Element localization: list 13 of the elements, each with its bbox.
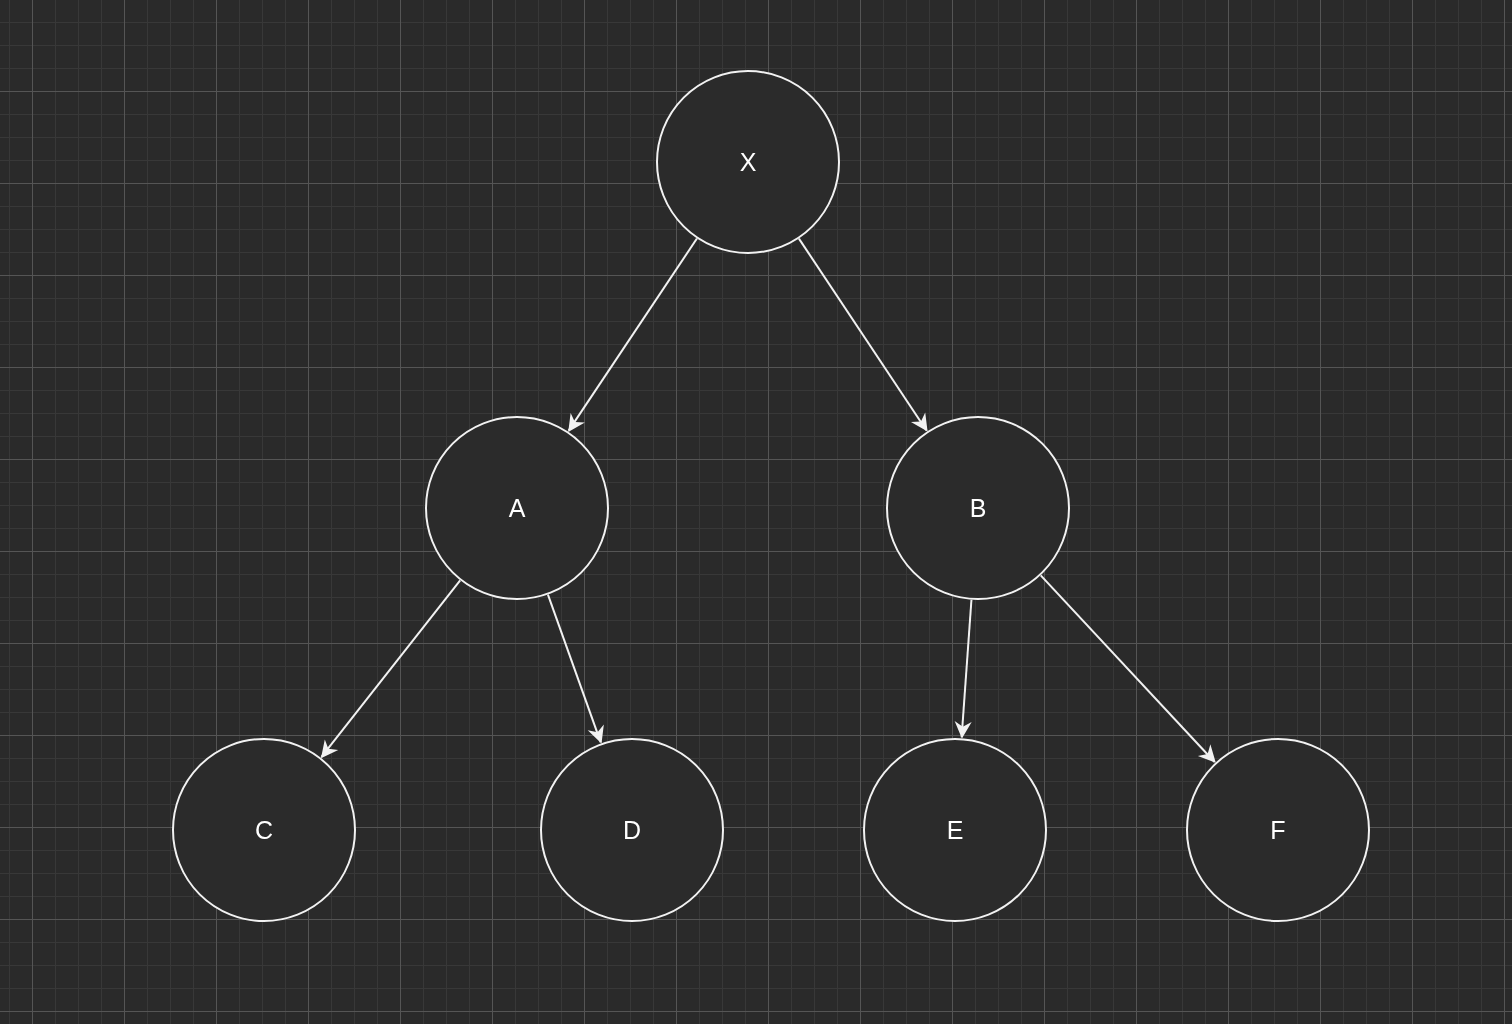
node-label: C xyxy=(254,817,274,843)
arrow xyxy=(1039,574,1216,763)
arrow xyxy=(320,579,462,759)
arrow xyxy=(797,237,928,432)
node-label: B xyxy=(969,495,987,521)
node-label: A xyxy=(508,495,526,521)
arrow xyxy=(546,593,604,744)
node-label: D xyxy=(622,817,642,843)
arrow xyxy=(567,237,698,432)
arrow xyxy=(954,598,973,739)
node-label: X xyxy=(739,149,757,175)
node-label: F xyxy=(1270,817,1286,843)
node-label: E xyxy=(946,817,964,843)
